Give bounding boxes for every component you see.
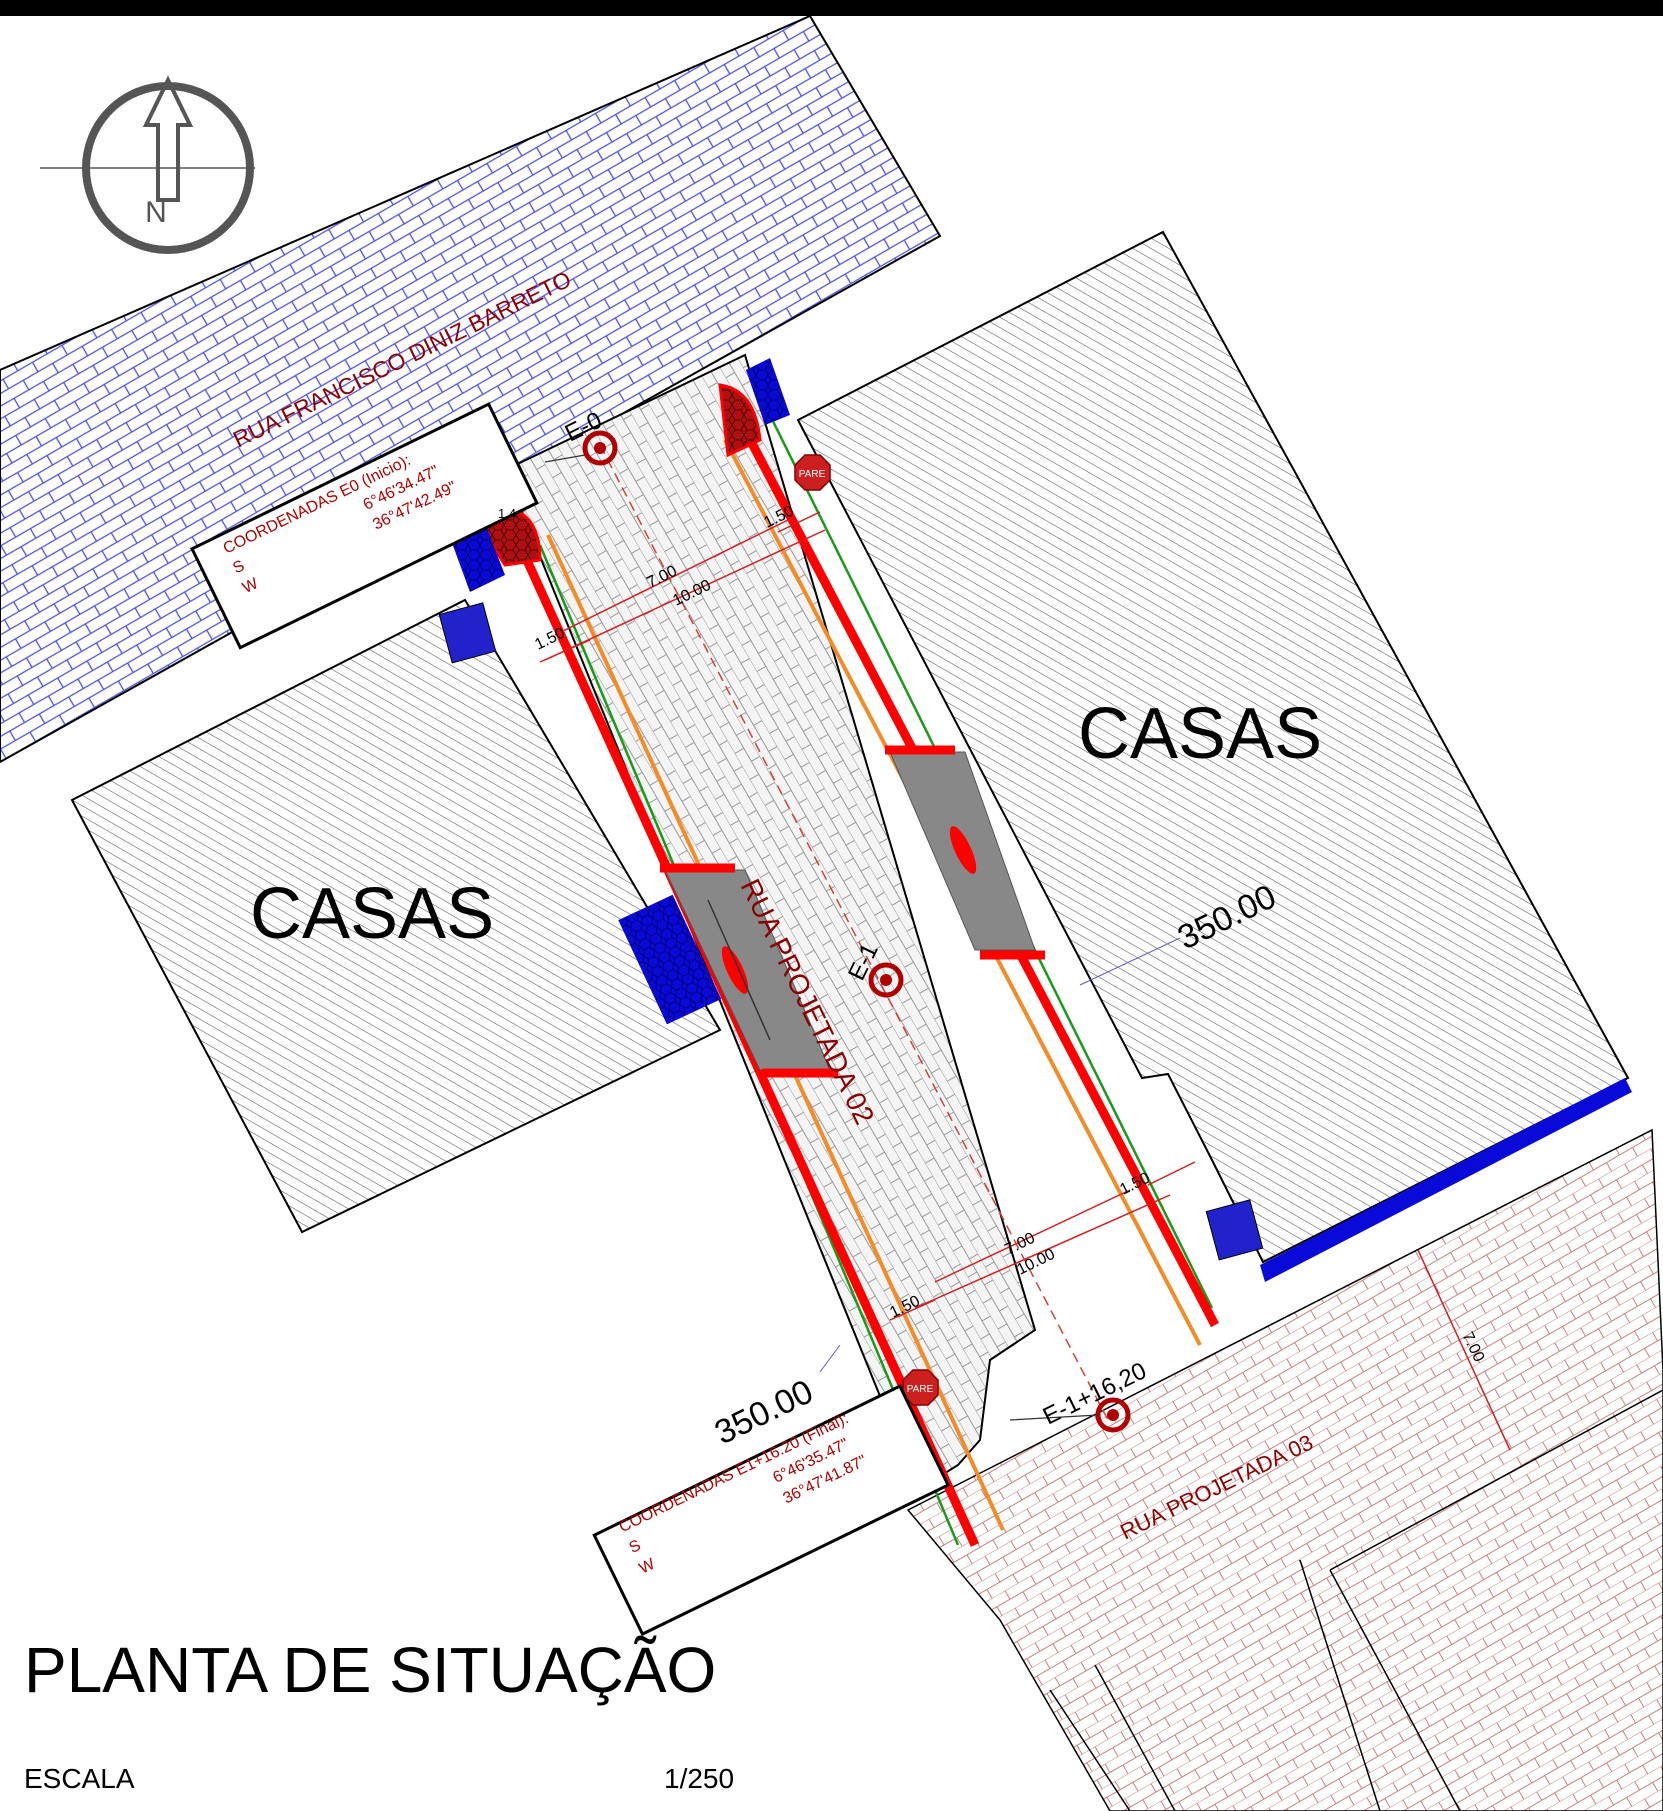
blue-block-top-right	[746, 358, 790, 425]
street-sign-left	[438, 602, 497, 664]
scale-label: ESCALA	[24, 1763, 135, 1794]
top-right-corner-ramp	[718, 383, 762, 458]
stop-sign-bottom: PARE	[902, 1369, 939, 1406]
svg-text:PARE: PARE	[799, 469, 826, 480]
station-marker-e0	[582, 430, 618, 466]
north-arrow-icon	[40, 75, 255, 254]
scale-value: 1/250	[664, 1763, 735, 1794]
left-crosswalk-ramp	[618, 894, 722, 1025]
street-sign-right	[1205, 1199, 1264, 1261]
north-label: N	[145, 196, 167, 229]
coordinates-box-start	[190, 402, 539, 650]
lot-boundary-lines	[1049, 1389, 1663, 1811]
top-border-bar	[0, 0, 1663, 16]
coordinates-box-end	[592, 1384, 951, 1637]
blue-curb-right	[1260, 1078, 1632, 1282]
left-curb	[515, 543, 980, 1547]
station-marker-e1	[868, 962, 904, 998]
dimension-lines	[539, 511, 1511, 1451]
left-houses-block	[70, 598, 722, 1234]
dim-corner: 1.4	[498, 506, 516, 521]
stop-sign-top: PARE	[794, 454, 831, 491]
svg-text:PARE: PARE	[907, 1384, 934, 1395]
road-centerline	[599, 444, 1109, 1421]
block-label-left: CASAS	[250, 874, 494, 954]
bottom-street-paving	[906, 1128, 1663, 1811]
drawing-title: PLANTA DE SITUAÇÃO	[24, 1634, 717, 1706]
block-label-right: CASAS	[1078, 694, 1322, 774]
